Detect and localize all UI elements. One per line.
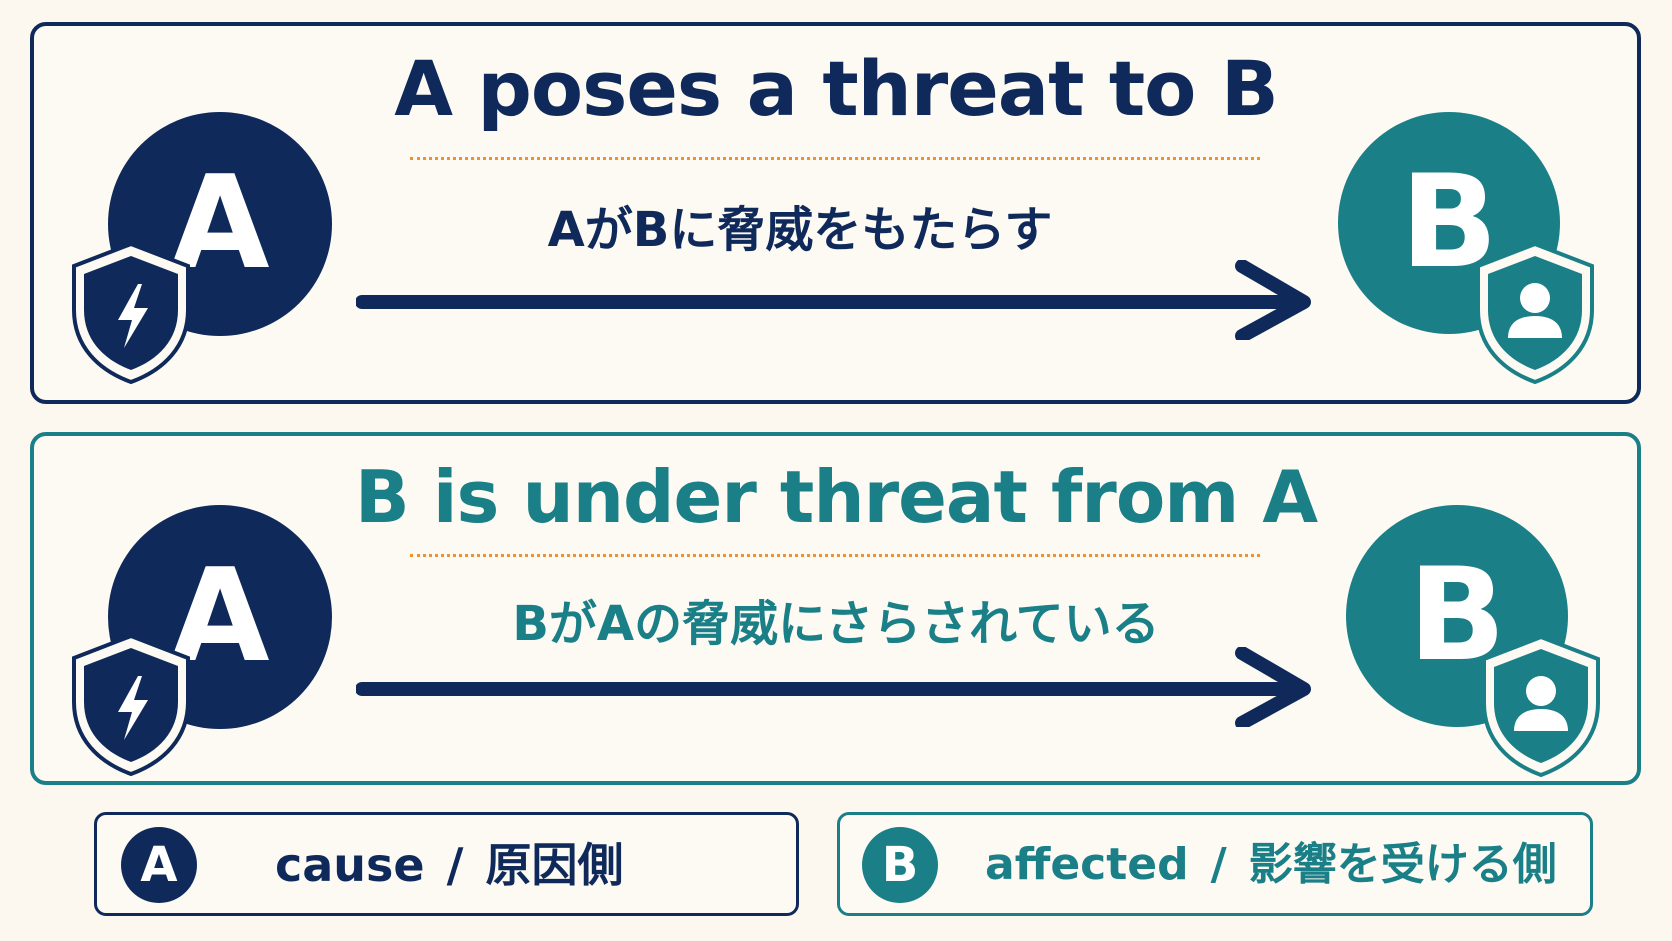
legend-a-text: cause / 原因側 — [275, 839, 623, 891]
legend-a-badge: A — [121, 827, 197, 903]
legend-b-badge: B — [862, 827, 938, 903]
shield-lightning-icon — [72, 633, 190, 777]
legend-affected: B affected / 影響を受ける側 — [837, 812, 1593, 916]
legend-b-separator: / — [1210, 839, 1227, 890]
legend-b-japanese: 影響を受ける側 — [1248, 839, 1557, 890]
arrow-right-icon — [356, 260, 1311, 340]
legend-a-japanese: 原因側 — [485, 838, 624, 892]
shield-person-icon — [1476, 241, 1594, 385]
panel-1-headline: A poses a threat to B — [394, 44, 1279, 133]
legend-cause: A cause / 原因側 — [94, 812, 799, 916]
legend-b-english: affected — [985, 839, 1189, 890]
legend-a-separator: / — [446, 838, 464, 892]
shield-lightning-icon — [72, 241, 190, 385]
panel-2-headline: B is under threat from A — [354, 455, 1318, 539]
legend-b-text: affected / 影響を受ける側 — [985, 839, 1557, 891]
panel-1-subline: AがBに脅威をもたらす — [547, 202, 1053, 258]
shield-person-icon — [1482, 634, 1600, 778]
legend-a-english: cause — [275, 838, 425, 892]
panel-2-subline: BがAの脅威にさらされている — [512, 596, 1160, 652]
panel-2-divider — [410, 554, 1260, 557]
arrow-right-icon — [356, 647, 1311, 727]
panel-1-divider — [410, 157, 1260, 160]
